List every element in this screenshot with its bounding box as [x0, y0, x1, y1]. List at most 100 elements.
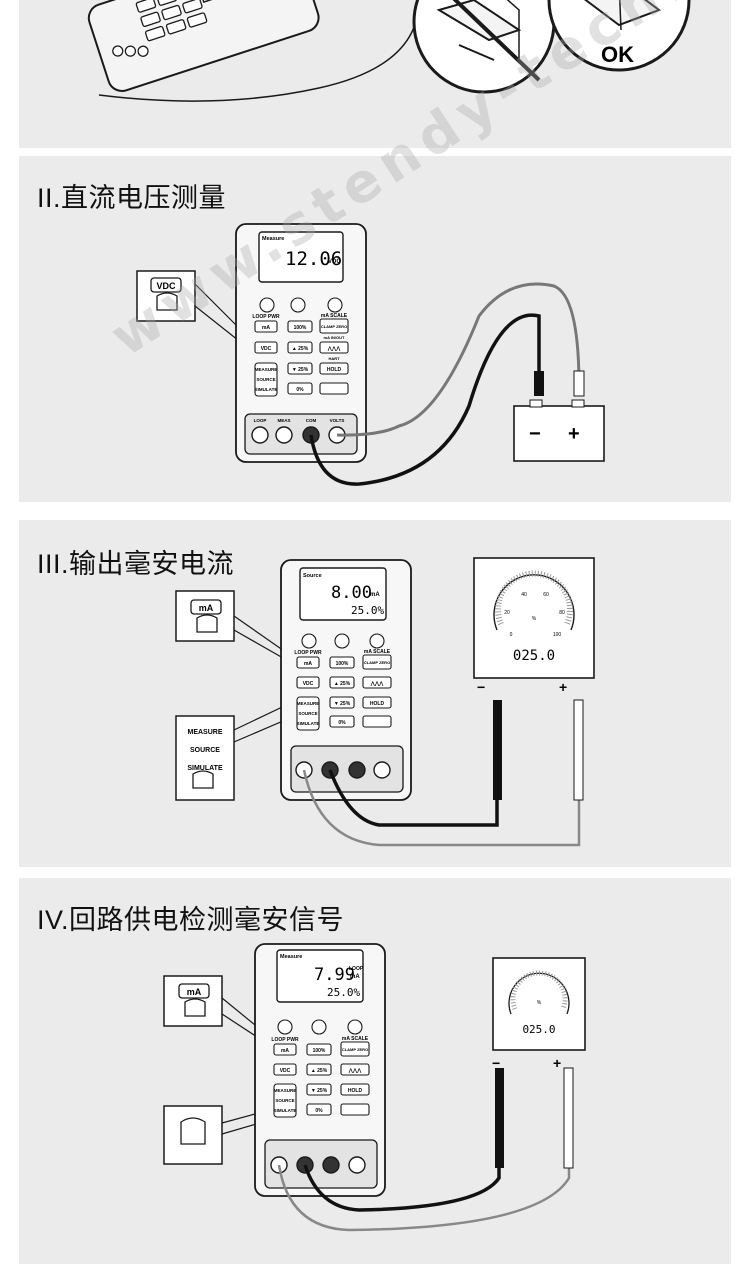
- lcd-reading: 7.99: [314, 965, 355, 985]
- key-down25: ▼ 25%: [334, 701, 351, 707]
- key-measure: MEASURE: [274, 1088, 297, 1093]
- key-source: SOURCE: [275, 1098, 294, 1103]
- callout-key-label: mA: [199, 603, 214, 613]
- meter-body-tilted: [87, 0, 320, 92]
- jack-loop: LOOP: [254, 418, 267, 423]
- finger-icon: [192, 770, 214, 789]
- gauge-unit: %: [532, 616, 537, 622]
- finger-icon: [196, 614, 218, 633]
- key-measure: MEASURE: [255, 367, 278, 372]
- white-lead: [302, 720, 581, 847]
- key-hold: HOLD: [327, 367, 342, 373]
- gauge-tick-100: 100: [553, 632, 562, 638]
- black-lead: [303, 1088, 501, 1212]
- battery-plus: +: [568, 423, 580, 445]
- gauge-tick-40: 40: [521, 592, 527, 598]
- lcd-mode: Measure: [280, 954, 302, 960]
- key-ma-scale: mA SCALE: [321, 313, 348, 319]
- lcd-mode: Source: [303, 573, 322, 579]
- key-0: 0%: [315, 1108, 323, 1114]
- red-lead: [336, 282, 581, 437]
- battery-icon: [513, 405, 605, 462]
- analog-gauge: 0 20 40 60 80 100 % 025.0 − +: [473, 557, 595, 695]
- lead-plus: +: [553, 1055, 561, 1071]
- key-down25: ▼ 25%: [311, 1088, 328, 1094]
- mode-simulate: SIMULATE: [187, 765, 223, 772]
- key-up25: ▲ 25%: [334, 681, 351, 687]
- mode-source: SOURCE: [190, 747, 220, 754]
- gauge-tick-20: 20: [504, 610, 510, 616]
- key-clamp-zero: CLAMP ZERO: [342, 1047, 368, 1052]
- lead-plus: +: [559, 679, 567, 695]
- lcd-mode: Measure: [262, 236, 284, 242]
- key-source: SOURCE: [298, 711, 317, 716]
- jack-panel: [264, 1139, 378, 1189]
- key-down25: ▼ 25%: [292, 367, 309, 373]
- lcd-unit: VDC: [328, 259, 341, 265]
- jack-com: COM: [306, 418, 317, 423]
- lcd-reading: 12.06: [285, 248, 342, 270]
- key-100: 100%: [294, 325, 307, 331]
- key-hart: HART: [328, 356, 340, 361]
- key-wave: ⋀⋀⋀: [328, 346, 341, 352]
- loop-power-diagram: mA Measure 7.99 LOOP mA 25.0% LOOP PWR: [163, 943, 586, 1232]
- key-ma: mA: [281, 1048, 289, 1054]
- calibrator-meter: Measure 12.06 VDC LOOP PWR mA 100% mA SC…: [235, 223, 367, 463]
- key-simulate: SIMULATE: [274, 1108, 297, 1113]
- key-loop-pwr: LOOP PWR: [294, 650, 322, 656]
- lcd-sub-reading: 25.0%: [351, 604, 384, 617]
- calibrator-meter: Source 8.00 mA 25.0% LOOP PWR mA 100% mA…: [280, 559, 412, 801]
- key-0: 0%: [338, 720, 346, 726]
- correct-clamp-icon: OK: [547, 0, 691, 72]
- gauge-readout: 025.0: [513, 648, 555, 664]
- key-measure: MEASURE: [297, 701, 320, 706]
- key-ma: mA: [262, 325, 270, 331]
- lcd-unit: mA: [350, 974, 360, 980]
- key-source: SOURCE: [256, 377, 275, 382]
- battery-minus: −: [529, 423, 541, 445]
- gauge-readout: 025.0: [522, 1023, 555, 1036]
- clamp-orientation-illustration: OK: [87, 0, 691, 102]
- lead-minus: −: [492, 1055, 500, 1071]
- key-hold: HOLD: [370, 701, 385, 707]
- key-up25: ▲ 25%: [292, 346, 309, 352]
- lead-minus: −: [477, 679, 485, 695]
- callout-key-label: VDC: [156, 281, 176, 291]
- gauge-tick-0: 0: [510, 632, 513, 638]
- finger-icon: [156, 292, 178, 311]
- lcd-unit: mA: [370, 592, 380, 598]
- section-title: III.输出毫安电流: [37, 549, 235, 579]
- wrong-clamp-icon: [412, 0, 556, 94]
- finger-icon: [184, 998, 206, 1017]
- lcd-display: [299, 567, 387, 621]
- finger-icon: [180, 1117, 206, 1145]
- key-ma: mA: [304, 661, 312, 667]
- clamp-orientation-panel: OK: [19, 0, 731, 148]
- gauge-unit: %: [537, 1000, 542, 1006]
- lcd-reading: 8.00: [331, 583, 372, 603]
- black-lead: [328, 720, 499, 827]
- key-wave: ⋀⋀⋀: [349, 1068, 362, 1074]
- key-loop-pwr: LOOP PWR: [271, 1037, 299, 1043]
- key-100: 100%: [313, 1048, 326, 1054]
- white-lead: [277, 1088, 571, 1232]
- lcd-display: [276, 949, 364, 1003]
- section-dc-voltage: II.直流电压测量 VDC Measure 12.06 VDC LOOP PWR: [19, 156, 731, 502]
- dc-voltage-diagram: VDC Measure 12.06 VDC LOOP PWR mA 100% m…: [136, 223, 605, 486]
- gauge-tick-60: 60: [543, 592, 549, 598]
- lcd-display: [258, 231, 344, 283]
- calibrator-meter: Measure 7.99 LOOP mA 25.0% LOOP PWR mA 1…: [254, 943, 386, 1197]
- key-vdc: VDC: [261, 346, 272, 352]
- jack-panel: [290, 745, 404, 793]
- gauge-tick-80: 80: [559, 610, 565, 616]
- key-clamp-zero: CLAMP ZERO: [364, 660, 390, 665]
- key-loop-pwr: LOOP PWR: [252, 314, 280, 320]
- callout-key-label: mA: [187, 987, 202, 997]
- key-ma-in-out: mA IN/OUT: [324, 335, 346, 340]
- key-vdc: VDC: [303, 681, 314, 687]
- section-loop-power: IV.回路供电检测毫安信号 mA Measure 7.99 LOOP mA 25…: [19, 878, 731, 1264]
- analog-gauge: % 025.0 − +: [492, 957, 586, 1071]
- key-100: 100%: [336, 661, 349, 667]
- output-ma-diagram: mA MEASURE SOURCE SIMULATE Source 8.00 m…: [175, 557, 595, 847]
- black-lead: [309, 313, 541, 486]
